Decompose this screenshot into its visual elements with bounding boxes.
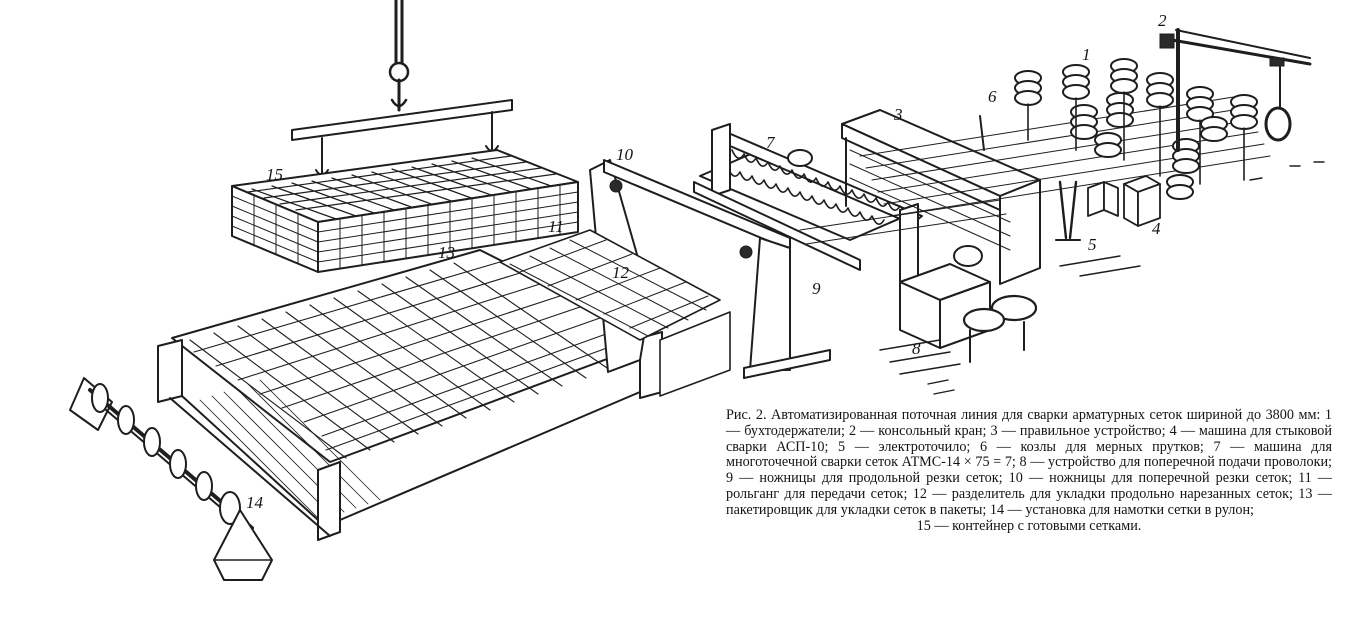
callout-3: 3	[894, 105, 903, 124]
callout-9: 9	[812, 279, 821, 298]
callout-1: 1	[1082, 45, 1091, 64]
caption-line-1: Рис. 2. Автоматизированная поточная лини…	[726, 407, 1332, 439]
figure-caption: Рис. 2. Автоматизированная поточная лини…	[726, 407, 1332, 534]
jib-crane	[1159, 28, 1312, 152]
caption-last-line: 15 — контейнер с готовыми сетками.	[916, 517, 1142, 534]
callout-8: 8	[912, 339, 921, 358]
callout-5: 5	[1088, 235, 1097, 254]
container-with-meshes	[231, 0, 579, 273]
callout-12: 12	[612, 263, 629, 282]
ground-marks	[879, 161, 1325, 395]
coil-holders	[1014, 58, 1258, 200]
roller-conveyor	[499, 229, 731, 397]
callout-11: 11	[548, 217, 564, 236]
transverse-wire-feeder	[899, 245, 1038, 363]
callout-6: 6	[988, 87, 997, 106]
butt-welding-machine	[1123, 175, 1161, 227]
callout-13: 13	[438, 243, 455, 262]
roll-winding-unit	[69, 377, 273, 581]
callout-2: 2	[1158, 11, 1167, 30]
caption-body: 2 — консольный кран; 3 — правильное устр…	[726, 422, 1332, 518]
multi-point-welding-machine	[693, 123, 923, 283]
callout-14: 14	[246, 493, 263, 512]
packing-unit	[157, 249, 663, 541]
callout-15: 15	[266, 165, 283, 184]
callout-4: 4	[1152, 219, 1161, 238]
trestles-for-bars	[979, 115, 1081, 241]
callout-7: 7	[766, 133, 775, 152]
electric-grinder	[1087, 181, 1119, 217]
callout-10: 10	[616, 145, 633, 164]
